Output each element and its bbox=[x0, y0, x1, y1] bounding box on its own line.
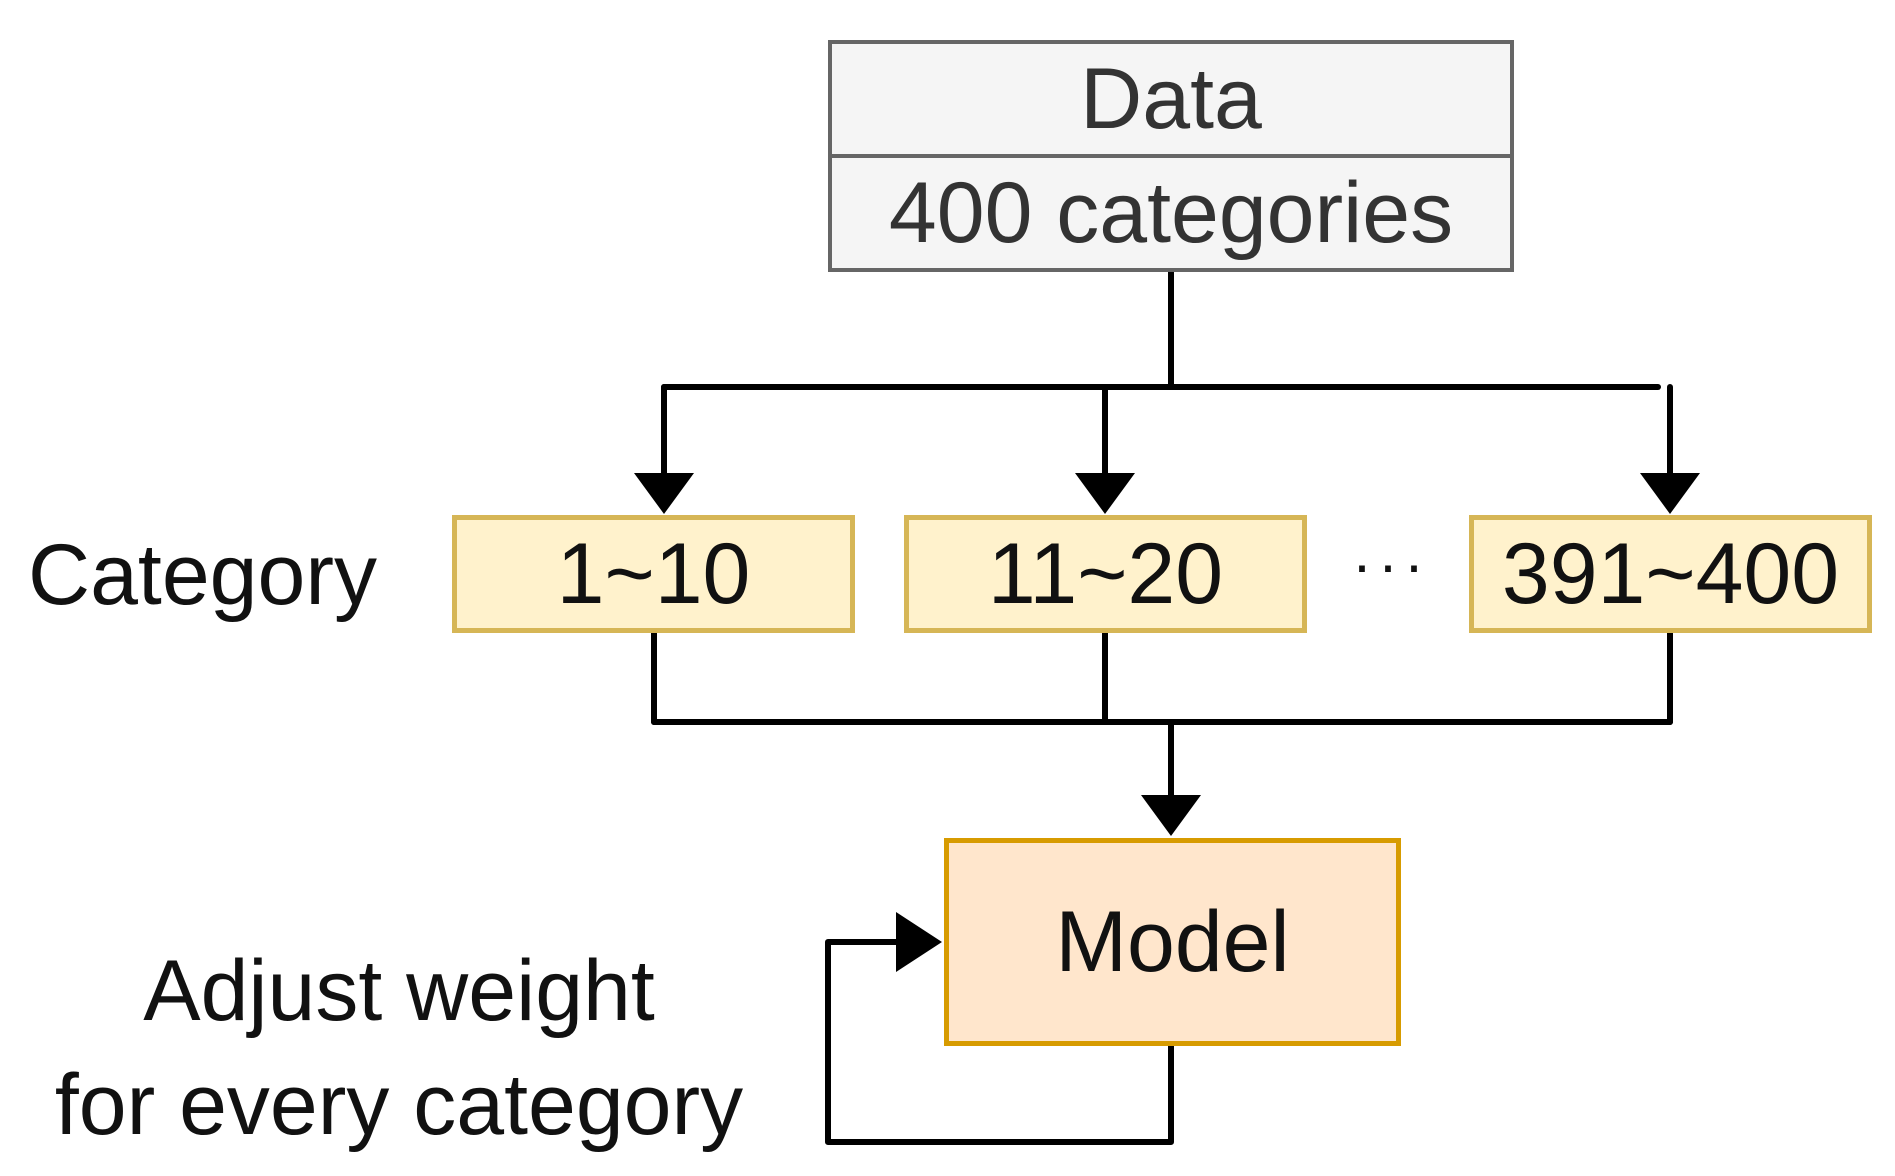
data-header-box: Data bbox=[828, 40, 1514, 158]
data-categories-box: 400 categories bbox=[828, 154, 1514, 272]
feedback-loop-connector bbox=[825, 939, 1174, 1145]
category-row-label: Category bbox=[28, 527, 377, 623]
category-box-2: 11~20 bbox=[904, 515, 1307, 633]
data-subtitle: 400 categories bbox=[888, 164, 1454, 261]
category-box-3-label: 391~400 bbox=[1501, 525, 1840, 622]
arrowhead-category-3 bbox=[1640, 473, 1700, 514]
category-box-1-label: 1~10 bbox=[556, 525, 751, 622]
category-box-2-label: 11~20 bbox=[987, 525, 1224, 622]
arrowhead-category-2 bbox=[1075, 473, 1135, 514]
arrowhead-feedback bbox=[896, 912, 942, 972]
feedback-note-line-1: Adjust weight bbox=[143, 943, 655, 1039]
feedback-note-line-2: for every category bbox=[54, 1056, 744, 1153]
category-box-1: 1~10 bbox=[452, 515, 855, 633]
model-label: Model bbox=[1055, 893, 1290, 990]
arrowhead-model bbox=[1141, 795, 1201, 836]
category-box-3: 391~400 bbox=[1469, 515, 1872, 633]
data-title: Data bbox=[1080, 50, 1262, 147]
category-ellipsis: ··· bbox=[1352, 531, 1430, 598]
arrowhead-category-1 bbox=[634, 473, 694, 514]
model-box: Model bbox=[944, 838, 1401, 1046]
feedback-note: Adjust weight for every category bbox=[24, 935, 774, 1162]
